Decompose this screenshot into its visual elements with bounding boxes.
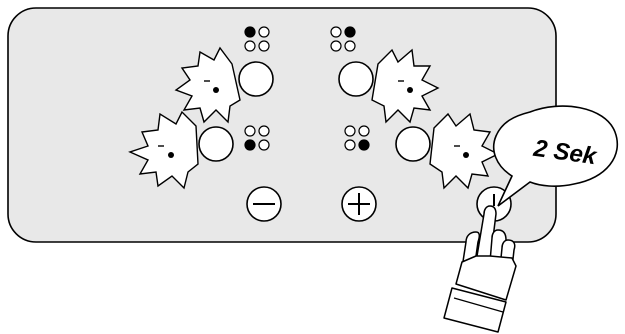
dot-mark [168, 152, 174, 158]
zone-button-rear-right[interactable] [338, 61, 374, 97]
zone-indicator-front-right [344, 125, 370, 151]
zone-button-rear-left[interactable] [238, 61, 274, 97]
zone-button-front-right[interactable] [395, 126, 431, 162]
pointing-hand-icon [443, 205, 517, 333]
zone-indicator-front-left [244, 125, 270, 151]
zone-front-right [344, 112, 500, 190]
zone-indicator-rear-left [244, 26, 270, 52]
zone-button-front-left[interactable] [198, 126, 234, 162]
zone-rear-left [174, 26, 274, 124]
minus-button[interactable] [246, 186, 282, 222]
dot-mark [213, 87, 219, 93]
zone-rear-right [330, 26, 440, 124]
control-panel [7, 7, 557, 243]
sizzle-icon [371, 48, 440, 124]
callout-bubble: 2 Sek [492, 105, 619, 207]
dot-mark [463, 152, 469, 158]
plus-button[interactable] [341, 186, 377, 222]
zone-indicator-rear-right [330, 26, 356, 52]
dot-mark [407, 87, 413, 93]
sizzle-icon [174, 46, 241, 124]
zone-front-left [128, 110, 270, 190]
sizzle-icon [429, 112, 500, 190]
sizzle-icon [128, 110, 199, 190]
